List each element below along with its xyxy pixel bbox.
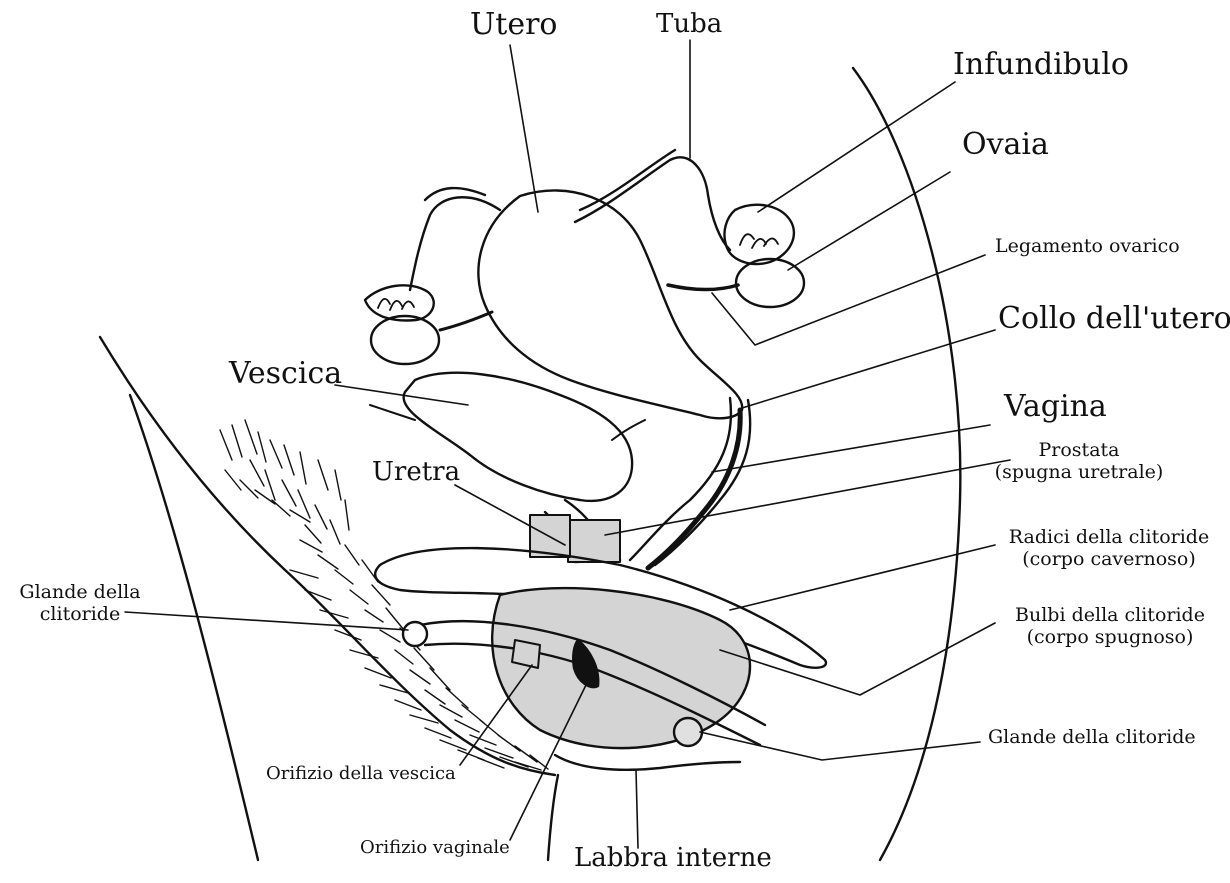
uterus-body (478, 190, 742, 418)
label-glande-left: Glande della clitoride (8, 582, 152, 626)
leg-outline-left (130, 395, 258, 860)
label-bulbi: Bulbi della clitoride (corpo spugnoso) (1000, 605, 1220, 649)
glans-left (403, 622, 427, 646)
bladder-orifice (512, 640, 540, 668)
vagina-wall-inner (655, 400, 750, 565)
leg-outline-right (548, 775, 558, 860)
label-vagina: Vagina (1004, 390, 1107, 425)
fimbriae-right (724, 205, 793, 264)
label-orifizio-vaginale: Orifizio vaginale (360, 838, 510, 859)
label-bulbi-line2: (corpo spugnoso) (1000, 627, 1220, 649)
label-collo-utero: Collo dell'utero (998, 302, 1230, 337)
inner-labia (555, 755, 740, 770)
label-uretra: Uretra (372, 458, 460, 488)
vestibular-bulb (492, 588, 750, 748)
label-glande-left-line1: Glande della (8, 582, 152, 604)
label-prostata-line2: (spugna uretrale) (988, 462, 1170, 484)
glans-right (674, 718, 702, 746)
label-infundibulo: Infundibulo (953, 48, 1129, 83)
urethral-sponge (568, 520, 620, 562)
label-ovaia: Ovaia (962, 128, 1049, 163)
vagina-canal (648, 410, 740, 568)
label-radici-line1: Radici della clitoride (998, 527, 1220, 549)
ovary-left (371, 316, 439, 364)
label-utero: Utero (470, 8, 558, 43)
label-orifizio-vescica: Orifizio della vescica (266, 764, 456, 785)
tube-right (575, 157, 730, 250)
label-tuba: Tuba (656, 10, 722, 40)
label-labbra-interne: Labbra interne (574, 844, 772, 874)
label-vescica: Vescica (229, 357, 342, 392)
tube-left (410, 197, 500, 290)
body-outline-left (100, 337, 555, 775)
label-glande-left-line2: clitoride (8, 604, 152, 626)
label-glande-right: Glande della clitoride (988, 727, 1196, 749)
label-prostata: Prostata (spugna uretrale) (988, 440, 1170, 484)
body-outline-right (853, 68, 960, 860)
label-legamento-ovarico: Legamento ovarico (995, 236, 1180, 258)
label-prostata-line1: Prostata (988, 440, 1170, 462)
label-radici-line2: (corpo cavernoso) (998, 549, 1220, 571)
label-radici: Radici della clitoride (corpo cavernoso) (998, 527, 1220, 571)
ovarian-ligament (668, 285, 738, 290)
tube-right-2 (580, 150, 675, 210)
label-bulbi-line1: Bulbi della clitoride (1000, 605, 1220, 627)
